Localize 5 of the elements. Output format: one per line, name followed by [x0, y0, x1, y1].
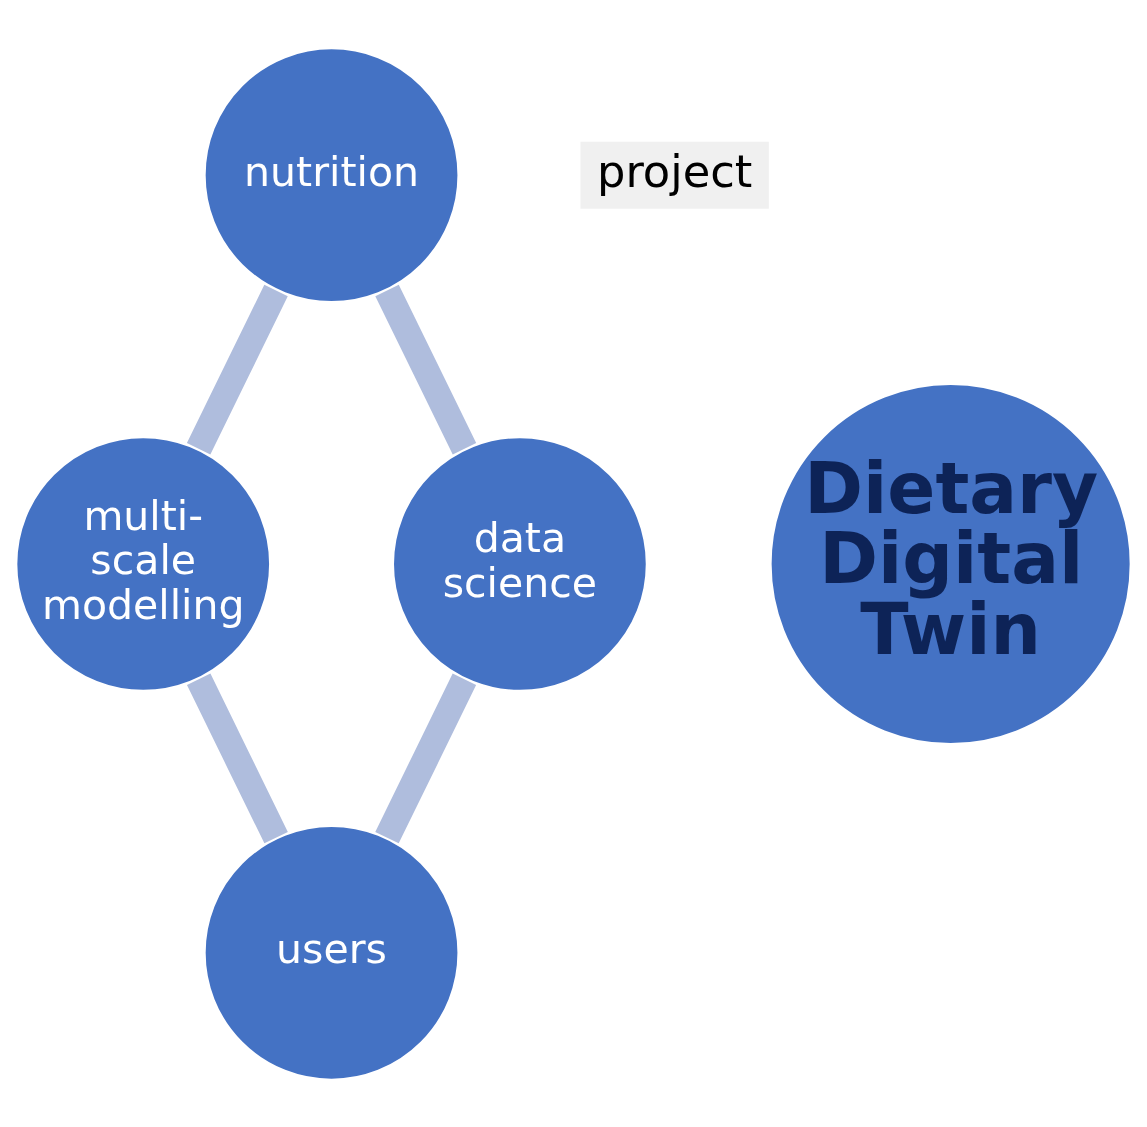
- connector: [375, 284, 477, 455]
- connector: [186, 673, 288, 843]
- connector: [186, 284, 288, 455]
- connector: [375, 673, 477, 843]
- label: project: [597, 144, 753, 198]
